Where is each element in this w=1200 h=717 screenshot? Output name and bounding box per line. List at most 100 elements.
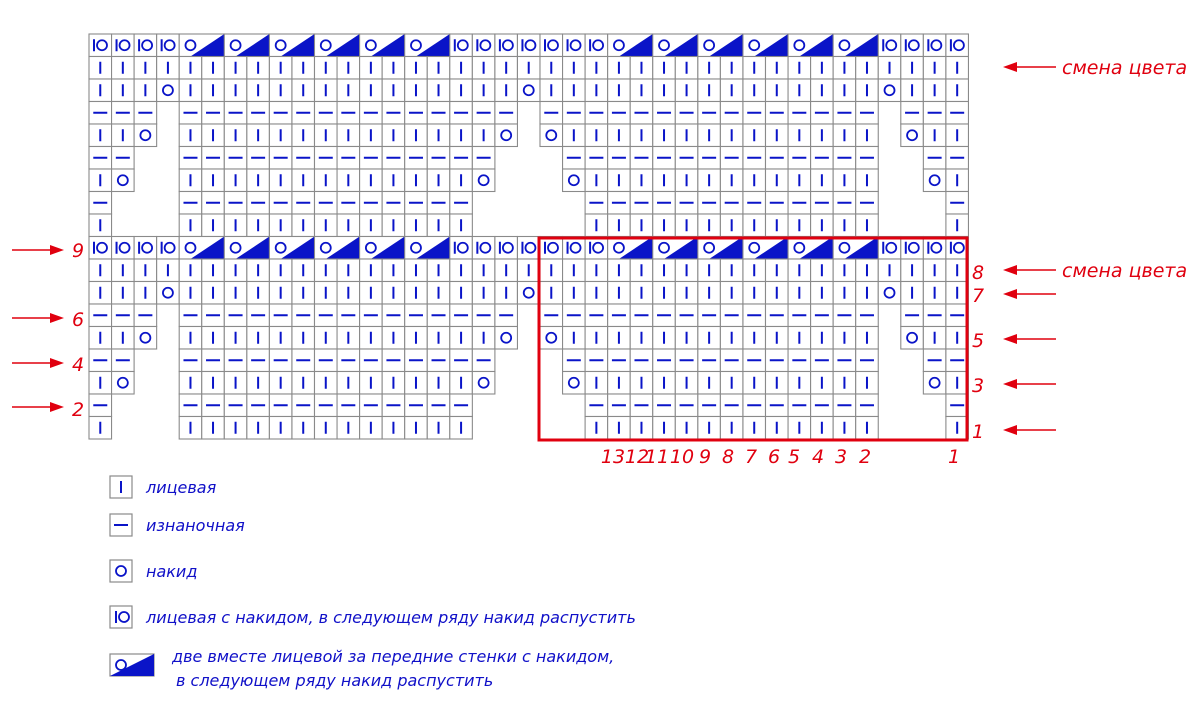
legend-knit: лицевая	[109, 475, 217, 499]
k2tog-yo-triangle	[415, 236, 450, 259]
yarn-over-symbol	[906, 129, 918, 142]
yarn-over-symbol	[477, 174, 490, 187]
stitch-cell	[945, 33, 970, 58]
row-number-9: 9	[72, 240, 84, 262]
knit-yo-circle	[953, 39, 965, 52]
knit-yo-circle	[907, 241, 920, 254]
stitch-cell	[156, 33, 180, 58]
stitch-cell	[516, 280, 541, 305]
k2tog-yo-triangle	[325, 236, 360, 259]
k2tog-yo-triangle	[844, 34, 879, 57]
k2tog-yo-triangle	[235, 236, 270, 259]
yarn-over-symbol	[906, 331, 918, 344]
yarn-over-symbol	[545, 129, 558, 142]
k2tog-yo-triangle	[618, 34, 653, 57]
k2tog-yo-circle	[319, 241, 332, 254]
k2tog-yo-circle	[658, 241, 670, 254]
stitch-cell	[539, 123, 564, 148]
stitch-cell	[156, 78, 180, 103]
row-number-7: 7	[972, 285, 984, 307]
k2tog-yo-circle	[793, 241, 806, 254]
stitch-cell	[877, 235, 902, 260]
stitch-cell	[471, 33, 496, 58]
k2tog-yo-circle	[274, 241, 287, 254]
stitch-cell	[561, 33, 586, 58]
stitch-grid	[88, 33, 970, 440]
yarn-over-symbol	[928, 376, 941, 389]
column-number: 12	[625, 446, 649, 468]
k2tog-yo-triangle	[370, 34, 405, 57]
knit-yo-circle	[96, 241, 108, 254]
knit-yo-circle	[569, 39, 582, 52]
stitch-cell	[561, 370, 586, 395]
yarn-over-symbol	[116, 376, 129, 389]
k2tog-yo-triangle	[709, 34, 743, 57]
stitch-cell	[539, 33, 564, 58]
knit-yo-circle	[547, 241, 559, 254]
yarn-over-symbol	[567, 376, 580, 389]
yarn-over-symbol	[567, 174, 580, 187]
stitch-cell	[494, 33, 518, 58]
stitch-cell	[922, 370, 947, 395]
stitch-cell	[88, 33, 113, 58]
column-number: 6	[768, 446, 780, 468]
stitch-cell	[156, 280, 180, 305]
stitch-cell	[133, 33, 158, 58]
color-change-label-top: смена цвета	[1062, 57, 1187, 79]
k2tog-yo-triangle	[618, 236, 653, 259]
column-number: 5	[788, 446, 800, 468]
stitch-cell	[494, 123, 518, 148]
stitch-cell	[539, 235, 564, 260]
row-number-3: 3	[972, 375, 984, 397]
k2tog-yo-triangle	[799, 236, 834, 259]
yarn-over-symbol	[116, 174, 129, 187]
stitch-cell	[516, 33, 541, 58]
k2tog-yo-circle	[613, 39, 625, 52]
stitch-cell	[111, 370, 135, 395]
stitch-cell	[88, 235, 113, 260]
row-number-4: 4	[72, 354, 84, 376]
k2tog-yo-circle	[658, 39, 670, 52]
k2tog-yo-triangle	[754, 34, 789, 57]
k2tog-yo-circle	[364, 241, 377, 254]
row-number-6: 6	[72, 309, 84, 331]
k2tog-yo-triangle	[664, 34, 698, 57]
row-arrow-1	[1003, 425, 1056, 435]
knit-yo-circle	[885, 39, 898, 52]
stitch-cell	[877, 78, 902, 103]
stitch-cell	[111, 235, 135, 260]
stitch-cell	[922, 33, 947, 58]
knit-yo-circle	[501, 39, 514, 52]
column-number: 2	[859, 446, 871, 468]
k2tog-yo-triangle	[844, 236, 879, 259]
knit-yo-circle	[524, 39, 537, 52]
knit-yo-circle	[501, 241, 514, 254]
legend-k2tog-yo: две вместе лицевой за передние стенки с …	[109, 647, 614, 690]
k2tog-yo-circle	[229, 39, 242, 52]
stitch-cell	[494, 325, 518, 350]
yarn-over-symbol	[477, 376, 490, 389]
stitch-cell	[877, 280, 902, 305]
stitch-cell	[516, 78, 541, 103]
legend-knit-yo-label: лицевая с накидом, в следующем ряду наки…	[145, 608, 636, 627]
knit-yo-circle	[456, 241, 469, 254]
row-arrow-6	[12, 313, 64, 323]
k2tog-yo-circle	[319, 39, 332, 52]
stitch-cell	[561, 235, 586, 260]
color-change-arrow-top: смена цвета	[1003, 57, 1187, 79]
stitch-cell	[449, 33, 473, 58]
knit-yo-circle	[930, 241, 943, 254]
stitch-cell	[900, 235, 924, 260]
k2tog-yo-circle	[703, 39, 716, 52]
knit-yo-circle	[141, 39, 154, 52]
k2tog-yo-circle	[748, 39, 761, 52]
knit-yo-circle	[953, 241, 965, 254]
legend: лицевая изнаночная накид лицевая с накид…	[109, 475, 636, 690]
legend-k2tog-yo-label-2: в следующем ряду накид распустить	[176, 671, 493, 690]
stitch-cell	[133, 235, 158, 260]
k2tog-yo-triangle	[370, 236, 405, 259]
column-number: 8	[722, 446, 734, 468]
yarn-over-symbol	[883, 286, 896, 299]
yarn-over-symbol	[522, 286, 535, 299]
